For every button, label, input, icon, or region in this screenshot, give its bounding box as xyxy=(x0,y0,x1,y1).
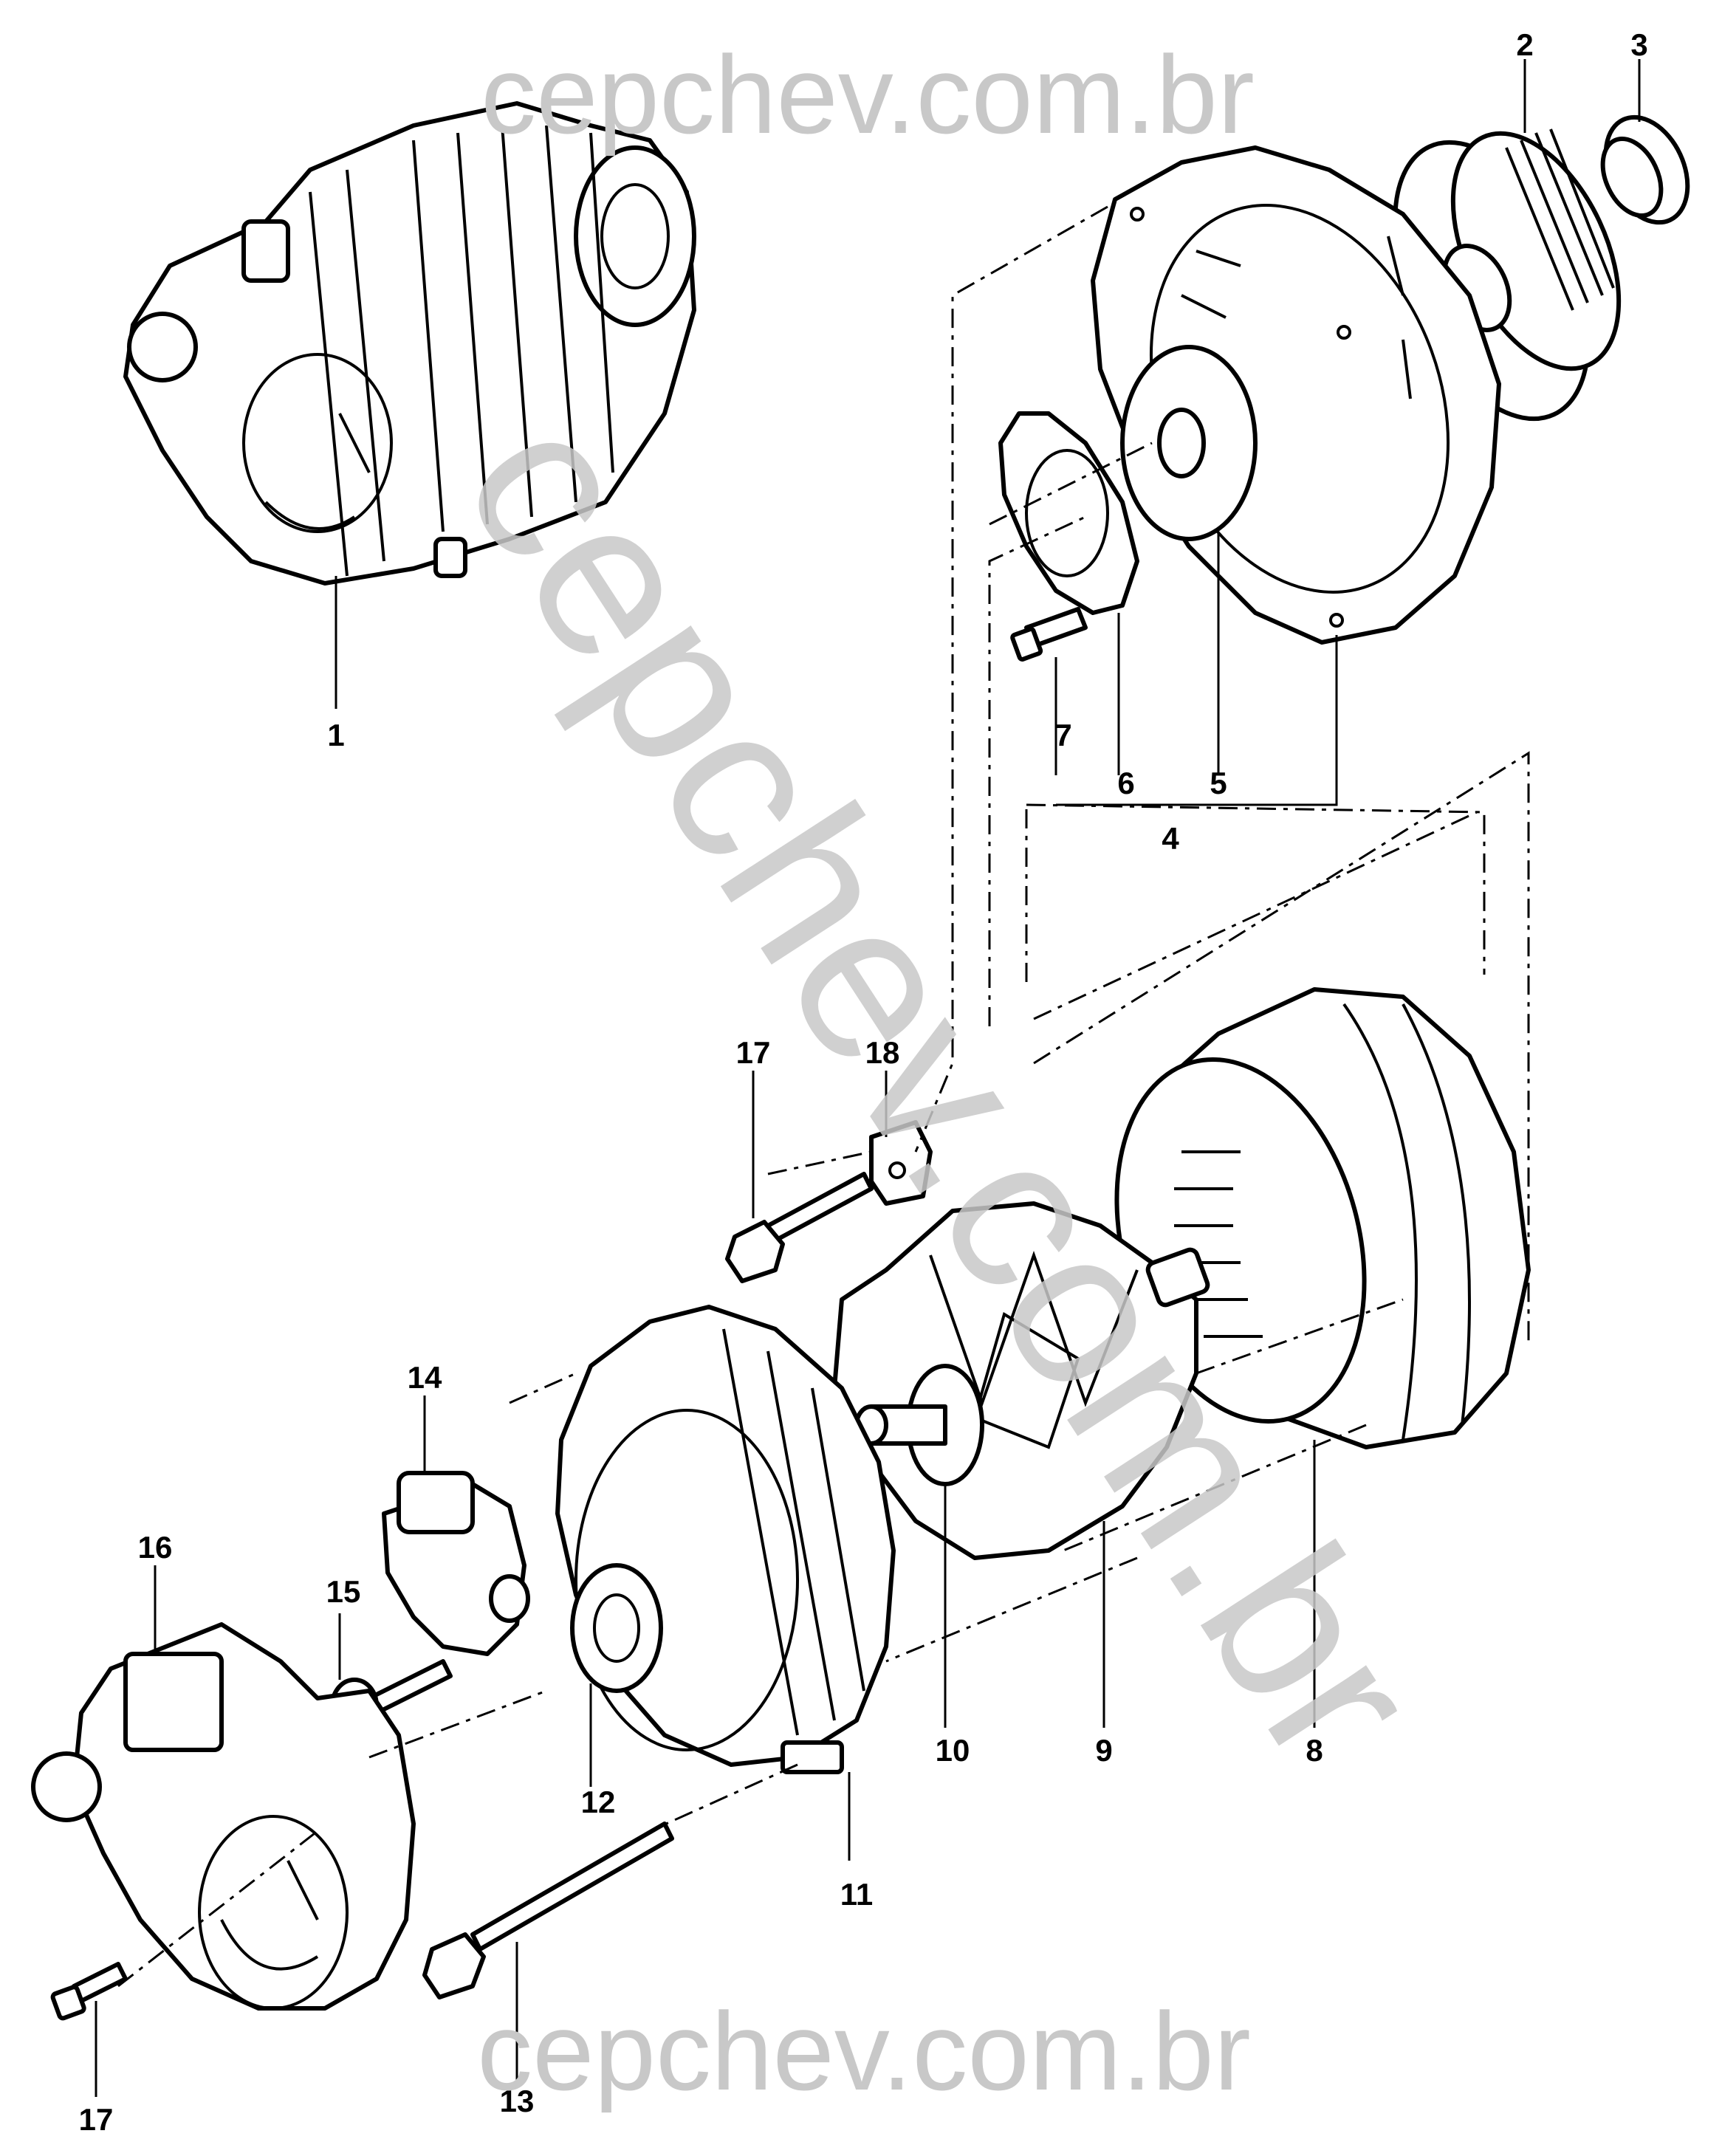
assembly-center-lines xyxy=(117,205,1530,1988)
callout-8: 8 xyxy=(1306,1733,1323,1768)
part-16-rear-cover xyxy=(31,1565,416,2011)
callout-10: 10 xyxy=(936,1733,970,1768)
callout-11: 11 xyxy=(840,1877,873,1912)
callout-1: 1 xyxy=(327,718,344,752)
callout-4-bracket xyxy=(1056,635,1338,806)
callout-12: 12 xyxy=(581,1785,616,1819)
part-17-bolt-upper xyxy=(725,1071,874,1283)
part-17-cover-screw-lower xyxy=(50,1962,128,2097)
callout-13: 13 xyxy=(500,2084,535,2118)
callout-9: 9 xyxy=(1095,1733,1112,1768)
watermark-bottom: cepchev.com.br xyxy=(477,1989,1251,2113)
callout-17: 17 xyxy=(736,1035,771,1070)
part-10-slip-ring-bearing xyxy=(854,1364,984,1728)
callout-5: 5 xyxy=(1210,766,1227,800)
part-5-bearing xyxy=(1120,345,1258,775)
part-1-alternator-assembly xyxy=(123,101,696,709)
part-13-through-bolt xyxy=(422,1822,674,2082)
callout-16: 16 xyxy=(138,1530,173,1565)
part-7-bolt xyxy=(1010,607,1088,775)
part-6-retaining-plate xyxy=(998,411,1139,775)
callout-6: 6 xyxy=(1117,766,1134,800)
callout-17-lower: 17 xyxy=(79,2102,114,2137)
part-18-clip-nut xyxy=(869,1071,933,1206)
watermark-top: cepchev.com.br xyxy=(481,32,1255,157)
callout-18: 18 xyxy=(865,1035,900,1070)
callout-2: 2 xyxy=(1516,27,1533,62)
callout-3: 3 xyxy=(1630,27,1647,62)
callout-labels: 1 2 3 4 5 6 7 8 9 10 11 12 13 14 15 16 1… xyxy=(79,27,1648,2137)
callout-15: 15 xyxy=(326,1574,361,1609)
part-11-slip-ring-end-housing xyxy=(555,1305,896,1861)
part-3-pulley-nut xyxy=(1600,59,1690,225)
callout-4: 4 xyxy=(1162,821,1179,856)
callout-14: 14 xyxy=(408,1360,442,1395)
callout-7: 7 xyxy=(1054,718,1071,752)
part-14-voltage-regulator xyxy=(382,1395,530,1656)
